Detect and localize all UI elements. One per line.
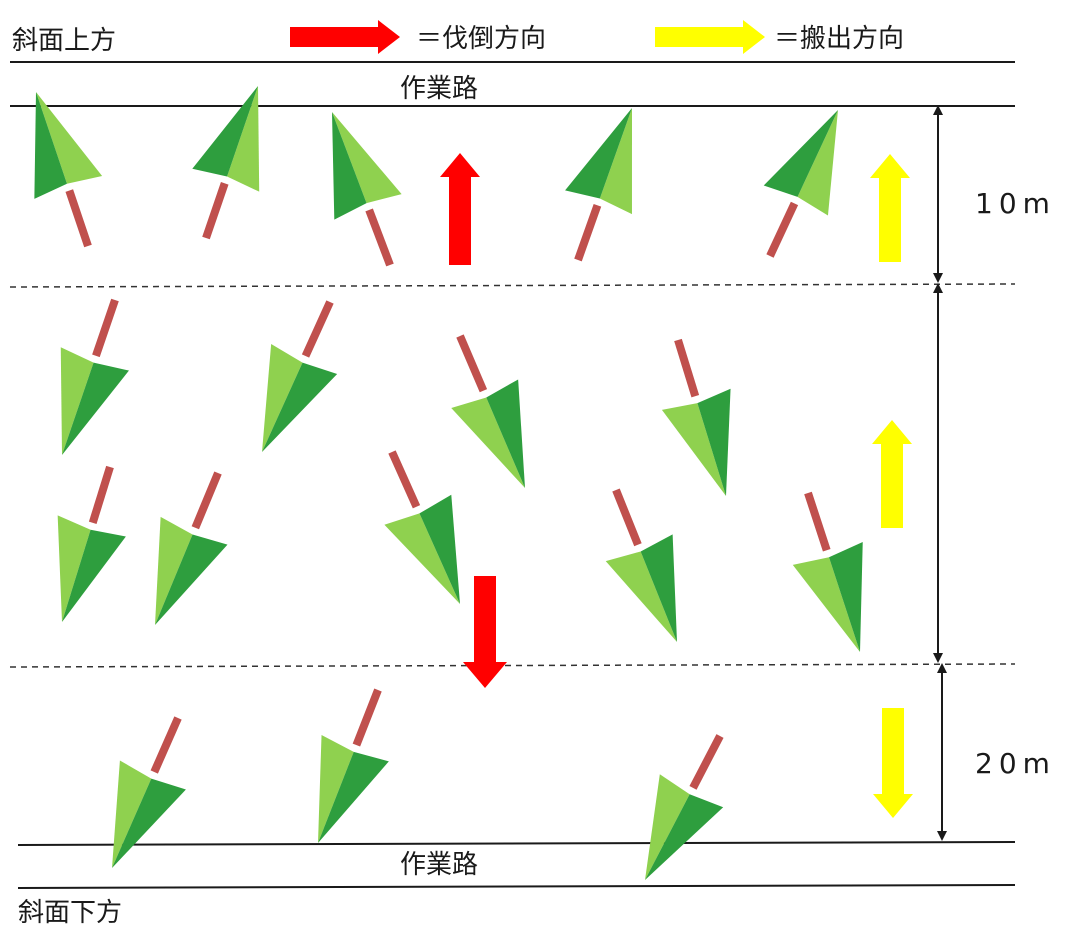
felling-arrow-up-icon (440, 153, 480, 265)
tree-trunk (301, 300, 334, 358)
extraction-arrow-up-icon (872, 420, 912, 528)
tree-icon (605, 488, 677, 642)
tree-crown-light (645, 774, 690, 880)
tree-crown-dark (155, 534, 228, 625)
tree-trunk (674, 338, 700, 398)
tree-trunk (612, 488, 642, 547)
tree-crown-light (155, 516, 193, 625)
tree-icon (661, 338, 731, 496)
tree-crown-dark (645, 794, 724, 880)
legend-yellow-arrow-icon (655, 20, 765, 54)
tree-icon (60, 298, 129, 455)
footer-rule (17, 884, 1016, 889)
tree-trunk (191, 471, 222, 530)
road-label-top: 作業路 (400, 74, 479, 104)
tree-trunk (88, 465, 114, 524)
distance-label-lower: 20m (975, 747, 1056, 780)
tree-icon (792, 491, 863, 652)
tree-icon (112, 716, 186, 868)
tree-crown-light (318, 734, 354, 843)
extraction-arrow-down-icon (873, 708, 913, 818)
tree-crown-dark (192, 86, 258, 177)
work-road-bottom-line (17, 841, 1016, 846)
tree-crown-dark (332, 112, 367, 220)
tree-trunk (92, 298, 119, 358)
tree-trunk (456, 334, 488, 393)
tree-icon (332, 112, 402, 267)
zone-boundary-lower (9, 663, 1016, 668)
distance-label-upper: 10m (975, 187, 1056, 220)
tree-trunk (150, 716, 182, 774)
tree-crown-light (384, 513, 460, 604)
tree-crown-light (227, 86, 260, 192)
legend-extraction-label: ＝搬出方向 (774, 24, 905, 54)
tree-crown-dark (565, 108, 632, 199)
tree-crown-dark (34, 92, 67, 199)
tree-crown-light (792, 557, 860, 652)
felling-arrow-down-icon (463, 576, 507, 688)
tree-trunk (352, 688, 382, 747)
tree-icon (384, 450, 460, 604)
tree-crown-dark (419, 494, 460, 604)
tree-crown-dark (640, 534, 677, 642)
tree-trunk (365, 208, 394, 267)
tree-crown-light (60, 347, 94, 455)
tree-crown-light (797, 110, 838, 216)
tree-icon (318, 688, 389, 843)
legend-red-arrow-icon (290, 20, 400, 54)
tree-trunk (65, 189, 92, 248)
tree-trunk (574, 203, 602, 262)
tree-crown-light (661, 403, 726, 496)
tree-trunk (202, 181, 229, 240)
tree-icon (155, 471, 228, 625)
tree-icon (451, 334, 525, 488)
tree-icon (34, 92, 103, 248)
tree-crown-light (605, 551, 677, 642)
tree-crown-dark (486, 379, 525, 488)
extraction-arrow-up-icon (870, 154, 910, 262)
slope-bottom-label: 斜面下方 (18, 898, 123, 928)
tree-crown-dark (112, 778, 186, 868)
road-label-bottom: 作業路 (400, 850, 479, 880)
tree-crown-dark (829, 541, 863, 652)
tree-icon (262, 300, 338, 452)
tree-trunk (804, 491, 831, 552)
tree-crown-dark (62, 529, 126, 622)
tree-crown-light (262, 344, 303, 452)
tree-crown-dark (62, 362, 129, 455)
tree-crown-light (451, 397, 525, 488)
slope-top-label: 斜面上方 (12, 26, 117, 56)
tree-crown-dark (697, 388, 731, 496)
tree-crown-light (57, 515, 91, 622)
tree-trunk (766, 201, 799, 258)
tree-trunk (388, 450, 421, 509)
tree-crown-dark (763, 110, 838, 197)
tree-crown-dark (262, 362, 338, 452)
tree-crown-dark (318, 751, 389, 843)
tree-crown-light (36, 92, 103, 184)
tree-crown-light (112, 760, 152, 868)
tree-trunk (689, 734, 724, 790)
tree-icon (645, 734, 724, 880)
tree-icon (192, 86, 260, 240)
zone-boundary-upper (9, 283, 1016, 288)
legend-felling-label: ＝伐倒方向 (416, 24, 547, 54)
tree-icon (565, 108, 632, 262)
tree-icon (57, 465, 126, 622)
tree-crown-light (599, 108, 632, 215)
tree-crown-light (332, 112, 402, 204)
tree-icon (763, 110, 838, 258)
